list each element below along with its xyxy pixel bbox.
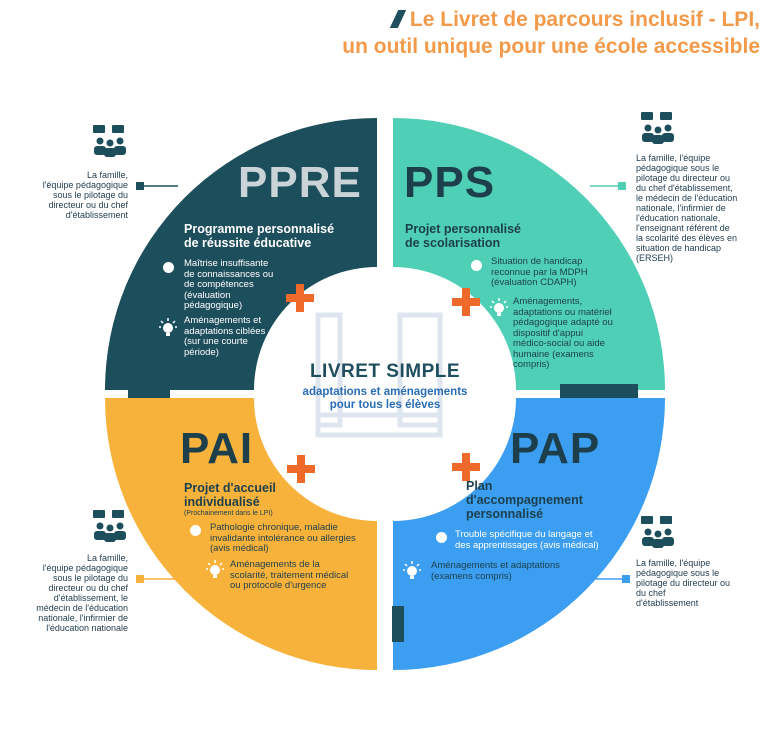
pap-quadrant	[393, 398, 665, 670]
ppre-acronym: PPRE	[238, 158, 362, 207]
people-speech-icon	[641, 516, 674, 548]
center-frame-left	[315, 312, 343, 428]
plus-icon	[287, 455, 315, 483]
ppre-side-marker	[136, 182, 144, 190]
pai-side-marker	[136, 575, 144, 583]
people-speech-icon	[641, 112, 674, 144]
center-subtitle: adaptations et aménagements pour tous le…	[302, 386, 468, 411]
plus-icon	[452, 288, 480, 316]
connector-right	[560, 384, 638, 398]
lightbulb-icon	[403, 561, 421, 579]
connector-bottom	[392, 606, 404, 642]
pps-acronym: PPS	[404, 158, 496, 207]
circle-icon	[190, 525, 201, 536]
pps-side-marker	[618, 182, 626, 190]
center-frame-bar	[315, 412, 443, 438]
lightbulb-icon	[206, 560, 224, 578]
ppre-name: Programme personnalisé de réussite éduca…	[184, 222, 335, 250]
plus-icon	[452, 453, 480, 481]
pap-measures: Aménagements et adaptations(examens comp…	[431, 560, 560, 582]
title-line-2: un outil unique pour une école accessibl…	[342, 35, 760, 58]
plus-icon	[286, 284, 314, 312]
page-title: Le Livret de parcours inclusif - LPI, un…	[300, 6, 760, 60]
center-title: LIVRET SIMPLE	[309, 361, 461, 382]
lightbulb-icon	[159, 318, 177, 336]
people-speech-icon	[93, 125, 126, 157]
title-line-1: Le Livret de parcours inclusif - LPI,	[409, 8, 760, 31]
pai-quadrant	[105, 398, 377, 670]
connector-top	[364, 152, 376, 188]
circle-icon	[436, 532, 447, 543]
pps-quadrant	[393, 118, 665, 390]
pap-acronym: PAP	[510, 424, 601, 473]
people-speech-icon	[93, 510, 126, 542]
center-frame-right	[397, 312, 443, 428]
lightbulb-icon	[490, 298, 508, 316]
circle-icon	[163, 262, 174, 273]
pap-side-marker	[622, 575, 630, 583]
circle-icon	[471, 260, 482, 271]
center-disc	[265, 274, 505, 514]
pai-acronym: PAI	[180, 424, 254, 473]
pai-note: (Prochainement dans le LPI)	[184, 510, 273, 517]
connector-left	[128, 384, 170, 398]
